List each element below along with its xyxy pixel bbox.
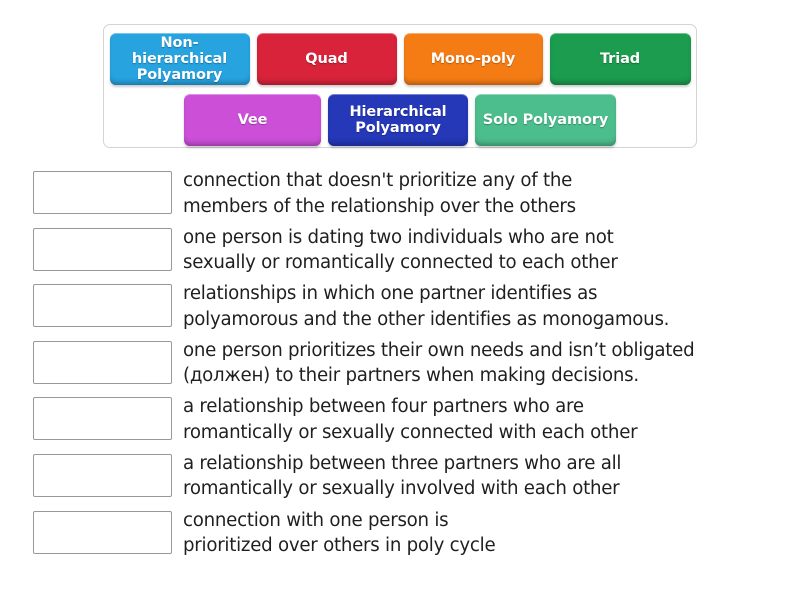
answer-definition-text: one person prioritizes their own needs a… [183,339,695,387]
drop-zone-2[interactable] [33,227,172,271]
answer-row: one person is dating two individuals who… [33,226,778,285]
answer-definition-text: one person is dating two individuals who… [183,226,618,274]
answer-row: a relationship between four partners who… [33,396,778,454]
drop-zone-6[interactable] [33,453,172,497]
drop-zone-7[interactable] [33,510,172,554]
answer-row: a relationship between three partners wh… [33,452,778,511]
drop-zone-5[interactable] [33,397,172,441]
answer-tile-bank: Non-hierarchical Polyamory Quad Mono-poly T… [103,24,697,148]
drop-zone-3[interactable] [33,284,172,328]
tile-solo-polyamory[interactable]: Solo Polyamory [475,94,616,146]
answer-definition-text: relationships in which one partner ident… [183,283,670,330]
answer-row: connection that doesn't prioritize any o… [33,170,778,228]
tile-label: Mono-poly [430,51,516,67]
answer-row: relationships in which one partner ident… [33,283,778,341]
tile-vee[interactable]: Vee [184,94,321,146]
tile-quad[interactable]: Quad [256,33,397,85]
answer-row: connection with one person is prioritize… [33,509,778,568]
tile-label: Vee [237,112,268,128]
tile-label: Non-hierarchical Polyamory [131,35,228,83]
tile-label: Hierarchical Polyamory [349,104,447,136]
tile-hierarchical-polyamory[interactable]: Hierarchical Polyamory [328,94,468,146]
drop-zone-4[interactable] [33,340,172,384]
answer-definition-text: a relationship between four partners who… [183,396,638,443]
tile-mono-poly[interactable]: Mono-poly [403,33,543,85]
answer-row-list: connection that doesn't prioritize any o… [33,170,778,568]
tile-label: Quad [305,51,348,67]
tile-triad[interactable]: Triad [549,33,691,85]
answer-definition-text: connection that doesn't prioritize any o… [183,170,576,217]
tile-label: Solo Polyamory [482,112,609,128]
tile-bank-row-1: Non-hierarchical Polyamory Quad Mono-poly T… [104,33,696,85]
answer-definition-text: a relationship between three partners wh… [183,452,622,500]
answer-row: one person prioritizes their own needs a… [33,339,778,398]
answer-definition-text: connection with one person is prioritize… [183,509,496,557]
drop-zone-1[interactable] [33,171,172,214]
tile-bank-row-2: Vee Hierarchical Polyamory Solo Polyamory [104,94,696,146]
tile-non-hierarchical-polyamory[interactable]: Non-hierarchical Polyamory [109,33,250,85]
tile-label: Triad [599,51,641,67]
